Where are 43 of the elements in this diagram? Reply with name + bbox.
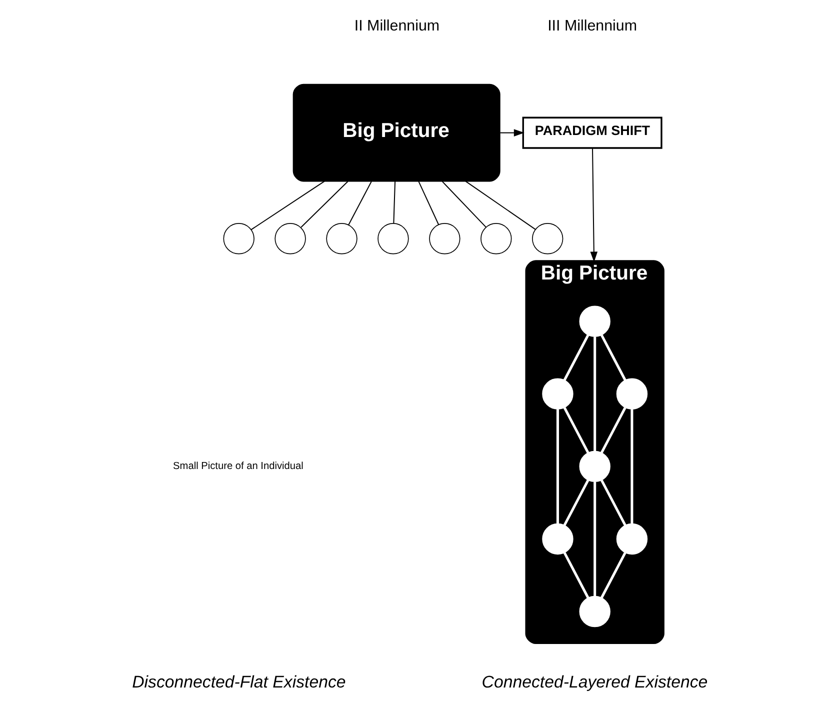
connector	[600, 552, 626, 598]
node-box: Big Picture	[292, 84, 500, 182]
connector	[630, 409, 634, 524]
connector	[300, 181, 348, 228]
node-box: PARADIGM SHIFT	[522, 116, 662, 149]
connector	[563, 334, 590, 381]
connector	[600, 407, 626, 454]
connector	[563, 552, 590, 598]
node-circle	[579, 596, 610, 628]
label: Disconnected-Flat Existence	[132, 672, 346, 692]
node-circle	[378, 223, 409, 254]
connector	[465, 180, 536, 230]
connector	[600, 334, 626, 381]
node-circle	[616, 523, 648, 555]
cluster: Big Picture	[525, 260, 664, 644]
label: Connected-Layered Existence	[482, 672, 708, 692]
node-circle	[429, 223, 460, 254]
connector	[594, 336, 596, 452]
connector	[556, 409, 559, 524]
node-circle	[579, 450, 610, 482]
connector	[600, 480, 626, 526]
node-circle	[579, 306, 610, 337]
connector	[594, 482, 596, 596]
node-circle	[480, 223, 512, 254]
connector	[418, 181, 440, 225]
connector	[393, 181, 396, 224]
connector	[442, 181, 486, 228]
node-circle	[223, 223, 254, 254]
connector	[348, 181, 372, 226]
connector	[563, 407, 590, 454]
label: Small Picture of an Individual	[173, 461, 304, 472]
connector	[563, 480, 590, 526]
node-circle	[542, 523, 574, 555]
arrow	[500, 129, 524, 136]
node-circle	[274, 223, 306, 254]
label: III Millennium	[548, 18, 637, 35]
node-circle	[326, 223, 358, 254]
node-circle	[542, 378, 574, 410]
connector	[250, 180, 325, 230]
arrow	[590, 148, 598, 262]
label: II Millennium	[354, 18, 440, 35]
node-circle	[616, 378, 648, 410]
node-circle	[532, 223, 564, 254]
